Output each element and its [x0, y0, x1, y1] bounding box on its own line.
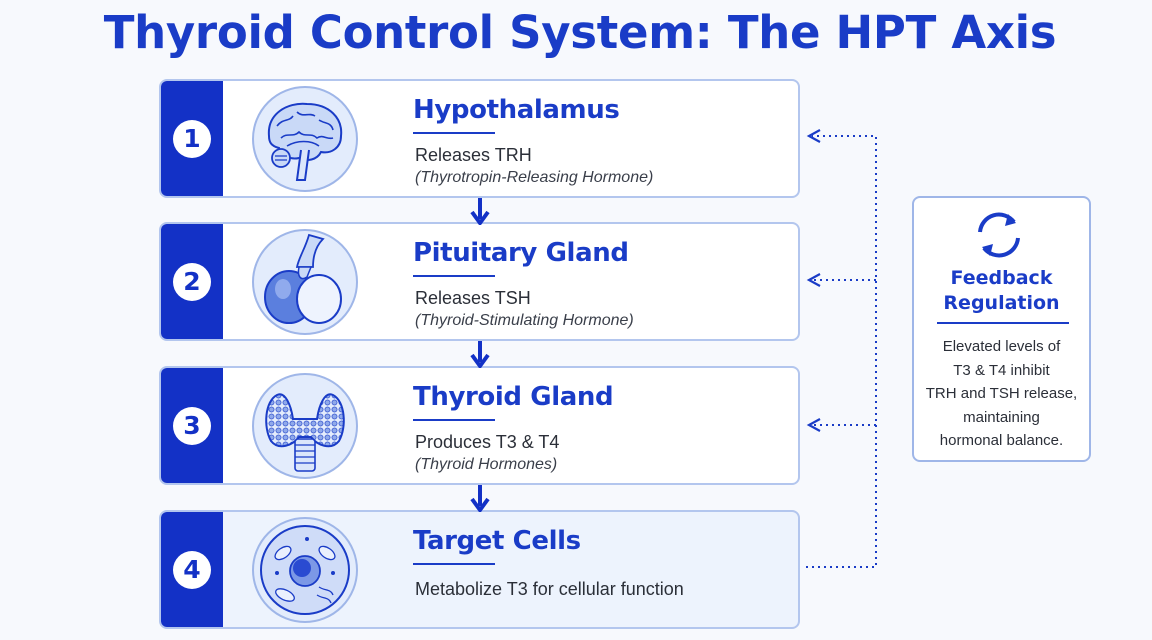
- feedback-title-line: Feedback: [950, 267, 1053, 289]
- brain-icon: [252, 85, 358, 192]
- feedback-divider: [937, 322, 1069, 324]
- step-number-band: 3: [161, 368, 223, 483]
- name-underline: [413, 275, 495, 277]
- step-card-hypothalamus: 1 Hypothalamus Releases TRH (Thyrotropin…: [159, 79, 800, 198]
- step-number-badge: 1: [173, 119, 211, 158]
- cell-icon: [252, 516, 358, 623]
- step-number-badge: 2: [173, 262, 211, 301]
- feedback-text-line: T3 & T4 inhibit: [953, 361, 1050, 379]
- step-name: Thyroid Gland: [413, 382, 614, 412]
- step-number-badge: 3: [173, 406, 211, 445]
- step-hormone-note: (Thyroid Hormones): [415, 456, 558, 473]
- flow-arrow-down: [470, 485, 490, 512]
- cycle-arrows-icon: [978, 212, 1020, 258]
- flow-arrow-down: [470, 341, 490, 368]
- feedback-arrowhead: [806, 273, 821, 287]
- name-underline: [413, 132, 495, 134]
- feedback-title-line: Regulation: [943, 292, 1060, 314]
- feedback-arrowhead: [806, 418, 821, 432]
- feedback-text-line: TRH and TSH release,: [925, 385, 1078, 402]
- pituitary-icon: [252, 228, 358, 335]
- feedback-text-line: maintaining: [963, 408, 1040, 426]
- step-description: Releases TRH: [415, 145, 532, 165]
- step-description: Releases TSH: [415, 288, 531, 308]
- feedback-arrowhead: [806, 129, 821, 143]
- step-number-band: 2: [161, 224, 223, 339]
- step-hormone-note: (Thyrotropin-Releasing Hormone): [415, 169, 654, 186]
- feedback-title: Feedback Regulation: [914, 266, 1089, 316]
- step-description: Produces T3 & T4: [415, 432, 560, 452]
- step-card-target-cells: 4 Target Cells Metabolize T3 for cellula…: [159, 510, 800, 629]
- feedback-description: Elevated levels of T3 & T4 inhibit TRH a…: [920, 335, 1083, 453]
- step-name: Pituitary Gland: [413, 238, 629, 268]
- step-name: Target Cells: [413, 526, 581, 556]
- feedback-text-line: Elevated levels of: [942, 338, 1061, 355]
- feedback-line-main: [806, 135, 877, 568]
- step-card-pituitary: 2 Pituitary Gland Releases TSH (Thyroid-…: [159, 222, 800, 341]
- thyroid-icon: [252, 372, 358, 479]
- page-title: Thyroid Control System: The HPT Axis: [103, 6, 1057, 59]
- step-card-thyroid: 3 Thyroid Gland Produces T3 & T4 (Thyroi…: [159, 366, 800, 485]
- step-hormone-note: (Thyroid-Stimulating Hormone): [415, 312, 634, 329]
- step-name: Hypothalamus: [413, 95, 620, 125]
- name-underline: [413, 419, 495, 421]
- step-number-band: 1: [161, 81, 223, 196]
- name-underline: [413, 563, 495, 565]
- feedback-regulation-panel: Feedback Regulation Elevated levels of T…: [912, 196, 1091, 462]
- feedback-text-line: hormonal balance.: [939, 432, 1064, 449]
- step-description: Metabolize T3 for cellular function: [415, 579, 684, 599]
- step-number-badge: 4: [173, 550, 211, 589]
- flow-arrow-down: [470, 198, 490, 225]
- step-number-band: 4: [161, 512, 223, 627]
